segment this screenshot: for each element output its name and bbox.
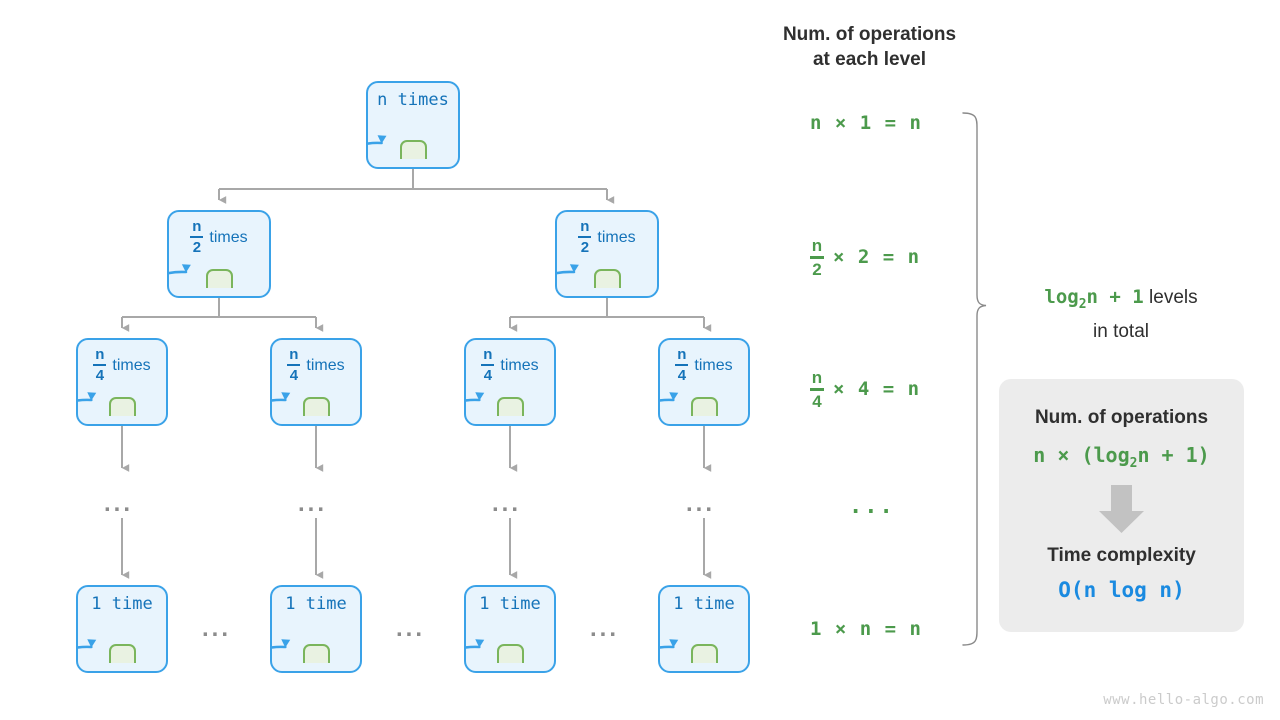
formula-rest: × 2 = n [833,246,921,269]
tree-vertical-ellipsis-0: ... [104,490,134,517]
tree-node-label: 1 time [285,594,347,614]
loop-icon [636,370,748,432]
tree-horizontal-ellipsis-2: ... [590,615,620,642]
edges-level2-to-dots [121,426,712,472]
card-arrow-wrap [999,483,1244,535]
loop-icon [248,370,360,432]
edges-dots-to-last [121,518,712,579]
loop-icon [248,617,360,679]
times-word: times [500,357,539,374]
tree-node-level-last-3: 1 time [636,585,750,679]
tree-node-label: n times [377,90,449,110]
formula-rest: × 4 = n [833,378,921,401]
levels-brace [962,112,987,646]
formula-text: 1 × n = n [810,618,922,640]
edges-level1-to-level2 [121,298,712,332]
tree-vertical-ellipsis-1: ... [298,490,328,517]
tree-node-label: 1 time [673,594,735,614]
down-arrow-icon [1099,485,1144,533]
times-word: times [209,229,248,246]
times-word: times [112,357,151,374]
edges-root-to-level1 [218,169,615,204]
times-word: times [694,357,733,374]
tree-vertical-ellipsis-2: ... [492,490,522,517]
loop-icon [636,617,748,679]
loop-icon [344,113,458,175]
card-complexity-value: O(n log n) [1058,578,1185,602]
levels-note-line1: log2n + 1 levels [1005,284,1237,318]
tree-node-label: 1 time [479,594,541,614]
tree-node-level-last-1: 1 time [248,585,362,679]
tree-vertical-ellipsis-3: ... [686,490,716,517]
operations-row-0: n × 1 = n [810,112,922,134]
loop-icon [54,370,166,432]
operations-row-dots: ... [849,494,895,519]
card-operations-title: Num. of operations [1034,407,1209,428]
operations-heading: Num. of operations at each level [782,24,957,70]
times-word: times [597,229,636,246]
card-complexity-title: Time complexity [1047,545,1196,566]
tree-horizontal-ellipsis-1: ... [396,615,426,642]
tree-node-level-0-0: n times [344,81,460,175]
levels-note: log2n + 1 levels in total [1005,284,1237,345]
formula-text: n × 1 = n [810,112,922,134]
watermark: www.hello-algo.com [1103,692,1264,708]
tree-node-level-last-2: 1 time [442,585,556,679]
loop-icon [442,617,554,679]
summary-card: Num. of operations n × (log2n + 1) Time … [999,379,1244,632]
levels-word: levels [1149,287,1198,308]
levels-formula: log2n + 1 [1044,286,1144,312]
operations-row-last: 1 × n = n [810,618,922,640]
tree-node-label: 1 time [91,594,153,614]
tree-horizontal-ellipsis-0: ... [202,615,232,642]
times-word: times [306,357,345,374]
loop-icon [442,370,554,432]
tree-node-level-last-0: 1 time [54,585,168,679]
loop-icon [54,617,166,679]
loop-icon [534,242,657,304]
card-operations-formula: n × (log2n + 1) [1033,443,1210,471]
levels-note-line2: in total [1093,320,1149,342]
loop-icon [146,242,269,304]
